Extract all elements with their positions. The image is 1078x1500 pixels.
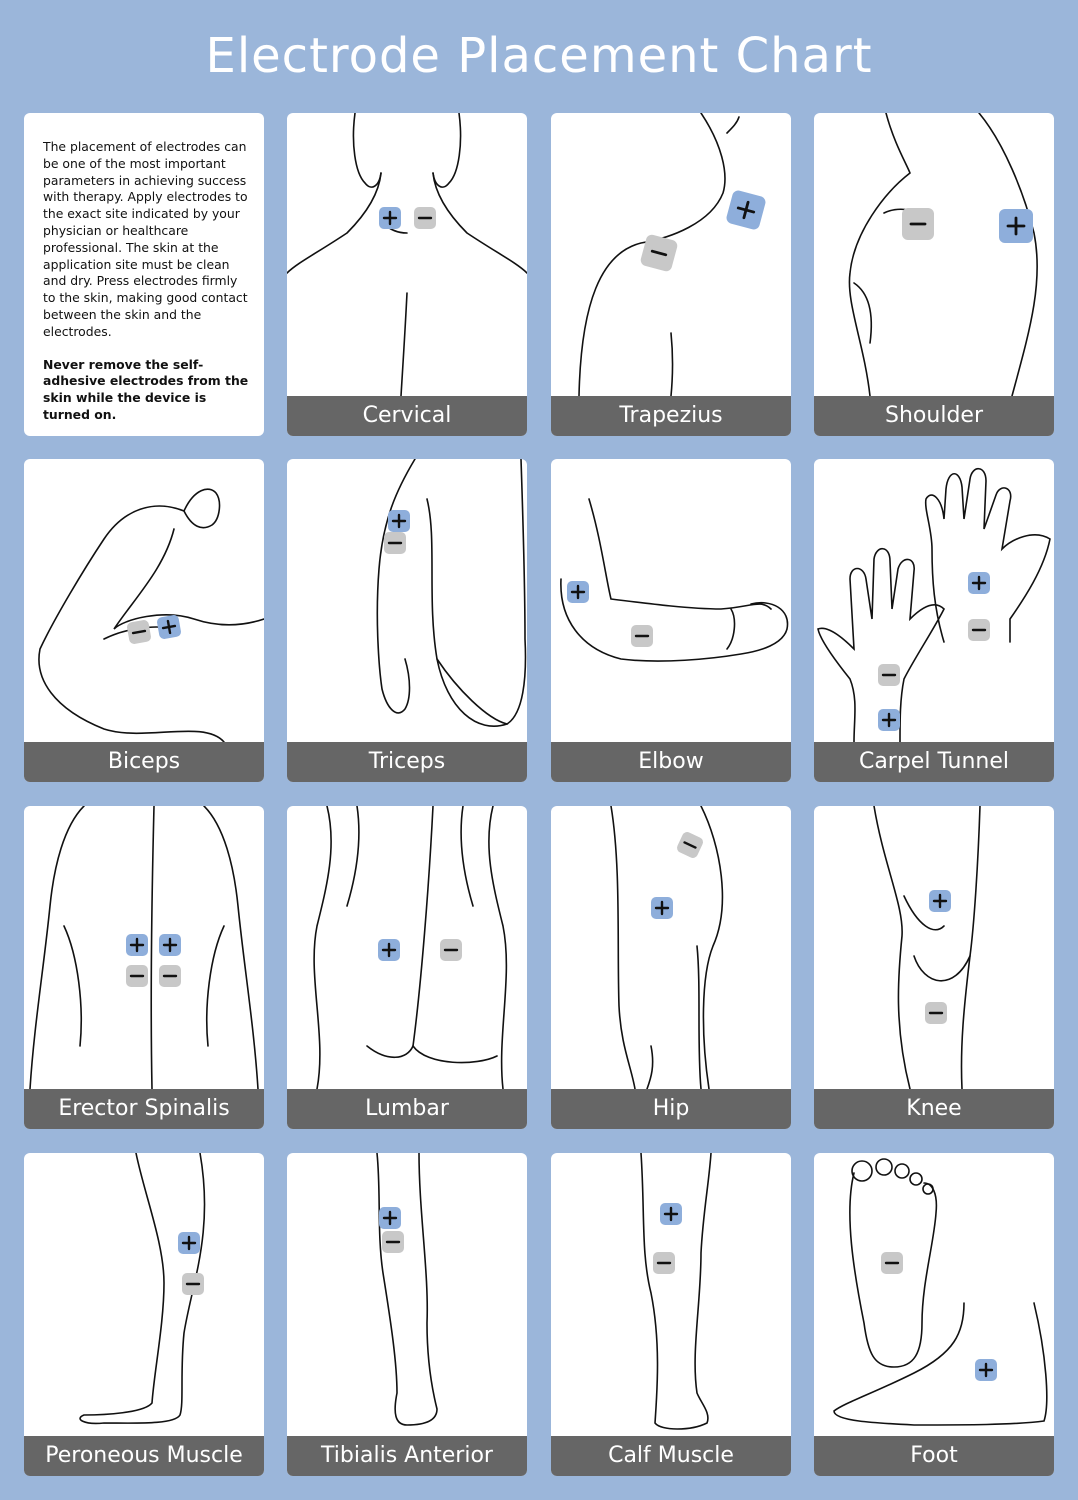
triceps-illustration (376, 459, 527, 727)
panel-calf-muscle: Calf Muscle (551, 1153, 791, 1476)
cervical-illustration (287, 113, 527, 396)
negative-electrode (124, 963, 150, 989)
panel-foot: Foot (814, 1153, 1054, 1476)
negative-electrode (412, 205, 438, 231)
negative-electrode (674, 829, 706, 861)
panel-peroneous-muscle: Peroneous Muscle (24, 1153, 264, 1476)
elbow-illustration (560, 498, 789, 662)
panel-tibialis-anterior: Tibialis Anterior (287, 1153, 527, 1476)
erector-spinalis-illustration (29, 806, 259, 1089)
panel-label: Erector Spinalis (24, 1089, 264, 1129)
negative-electrode (651, 1250, 677, 1276)
negative-electrode (125, 618, 153, 646)
positive-electrode (124, 932, 150, 958)
intro-warning: Never remove the self-adhesive electrode… (43, 356, 249, 422)
panel-label: Lumbar (287, 1089, 527, 1129)
positive-electrode (973, 1357, 999, 1383)
panel-erector-spinalis: Erector Spinalis (24, 806, 264, 1129)
positive-electrode (876, 707, 902, 733)
positive-electrode (649, 895, 675, 921)
negative-electrode (879, 1250, 905, 1276)
panel-cervical: Cervical (287, 113, 527, 436)
panel-biceps: Biceps (24, 459, 264, 782)
tibialis-anterior-illustration (376, 1153, 438, 1426)
panel-label: Carpel Tunnel (814, 742, 1054, 782)
positive-electrode (155, 613, 183, 641)
panel-label: Triceps (287, 742, 527, 782)
panel-label: Shoulder (814, 396, 1054, 436)
negative-electrode (638, 232, 680, 274)
positive-electrode (176, 1230, 202, 1256)
intro-text: The placement of electrodes can be one o… (43, 139, 248, 339)
panel-trapezius: Trapezius (551, 113, 791, 436)
panel-label: Hip (551, 1089, 791, 1129)
negative-electrode (900, 206, 936, 242)
panel-label: Knee (814, 1089, 1054, 1129)
trapezius-illustration (578, 113, 769, 396)
panel-label: Elbow (551, 742, 791, 782)
panel-label: Biceps (24, 742, 264, 782)
panel-label: Cervical (287, 396, 527, 436)
positive-electrode (377, 205, 403, 231)
panel-knee: Knee (814, 806, 1054, 1129)
positive-electrode (386, 508, 412, 534)
calf-muscle-illustration (640, 1153, 712, 1430)
panel-label: Trapezius (551, 396, 791, 436)
positive-electrode (966, 570, 992, 596)
panel-label: Foot (814, 1436, 1054, 1476)
negative-electrode (923, 1000, 949, 1026)
negative-electrode (876, 662, 902, 688)
carpel-tunnel-illustration (817, 467, 1051, 742)
negative-electrode (438, 937, 464, 963)
panel-label: Tibialis Anterior (287, 1436, 527, 1476)
lumbar-illustration (313, 806, 508, 1089)
positive-electrode (377, 1205, 403, 1231)
panel-label: Peroneous Muscle (24, 1436, 264, 1476)
positive-electrode (927, 888, 953, 914)
knee-illustration (873, 806, 981, 1089)
shoulder-illustration (848, 113, 1039, 396)
positive-electrode (658, 1201, 684, 1227)
panel-shoulder: Shoulder (814, 113, 1054, 436)
panel-carpel-tunnel: Carpel Tunnel (814, 459, 1054, 782)
positive-electrode (157, 932, 183, 958)
intro-card: The placement of electrodes can be one o… (24, 113, 264, 436)
page-title: Electrode Placement Chart (205, 28, 873, 84)
negative-electrode (966, 617, 992, 643)
positive-electrode (997, 207, 1035, 245)
panel-label: Calf Muscle (551, 1436, 791, 1476)
positive-electrode (723, 187, 769, 233)
foot-illustration (833, 1158, 1048, 1426)
hip-illustration (610, 806, 724, 1089)
negative-electrode (180, 1271, 206, 1297)
negative-electrode (629, 623, 655, 649)
negative-electrode (380, 1229, 406, 1255)
peroneous-muscle-illustration (79, 1153, 206, 1425)
negative-electrode (157, 963, 183, 989)
panel-hip: Hip (551, 806, 791, 1129)
panel-lumbar: Lumbar (287, 806, 527, 1129)
panel-triceps: Triceps (287, 459, 527, 782)
panel-elbow: Elbow (551, 459, 791, 782)
negative-electrode (382, 530, 408, 556)
positive-electrode (565, 579, 591, 605)
positive-electrode (376, 937, 402, 963)
biceps-illustration (38, 488, 264, 742)
